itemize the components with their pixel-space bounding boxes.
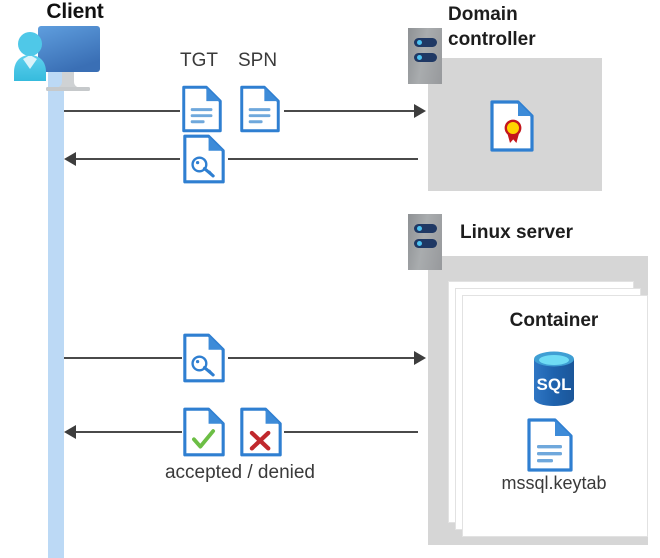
- client-label: Client: [46, 0, 104, 23]
- accepted-document-icon: [183, 407, 225, 462]
- message-3-line-right: [228, 357, 416, 359]
- domain-controller-title-line2: controller: [448, 29, 536, 50]
- client-lifeline: [48, 60, 64, 558]
- message-2-arrowhead: [64, 152, 76, 166]
- message-3-line-left: [64, 357, 182, 359]
- denied-document-icon: [240, 407, 282, 462]
- message-4-arrowhead: [64, 425, 76, 439]
- message-3-arrowhead: [414, 351, 426, 365]
- message-1-line-right: [284, 110, 416, 112]
- keytab-filename-label: mssql.keytab: [501, 473, 607, 493]
- domain-controller-title: Domain controller: [448, 2, 658, 52]
- domain-controller-title-line1: Domain: [448, 4, 518, 25]
- client-computer-user-icon: [8, 24, 112, 96]
- domain-controller-server-icon: [408, 28, 442, 84]
- spn-document-icon: [240, 85, 280, 138]
- message-2-line-left: [76, 158, 180, 160]
- key-document-icon-2: [183, 333, 225, 388]
- message-1-arrowhead: [414, 104, 426, 118]
- container-title: Container: [509, 310, 599, 331]
- message-2-line-right: [228, 158, 418, 160]
- sql-database-icon: SQL: [523, 350, 585, 413]
- message-4-line-left: [76, 431, 182, 433]
- linux-server-title: Linux server: [460, 222, 573, 243]
- tgt-document-icon: [182, 85, 222, 138]
- linux-server-server-icon: [408, 214, 442, 270]
- keytab-document-icon: [527, 418, 573, 477]
- svg-text:SQL: SQL: [537, 375, 572, 394]
- tgt-label: TGT: [180, 50, 218, 71]
- message-1-line-left: [64, 110, 180, 112]
- message-4-line-right: [284, 431, 418, 433]
- certificate-document-icon: [490, 100, 534, 157]
- key-document-icon-1: [183, 134, 225, 189]
- verdict-label: accepted / denied: [164, 462, 315, 483]
- spn-label: SPN: [238, 50, 278, 71]
- container-card-front: [462, 295, 648, 537]
